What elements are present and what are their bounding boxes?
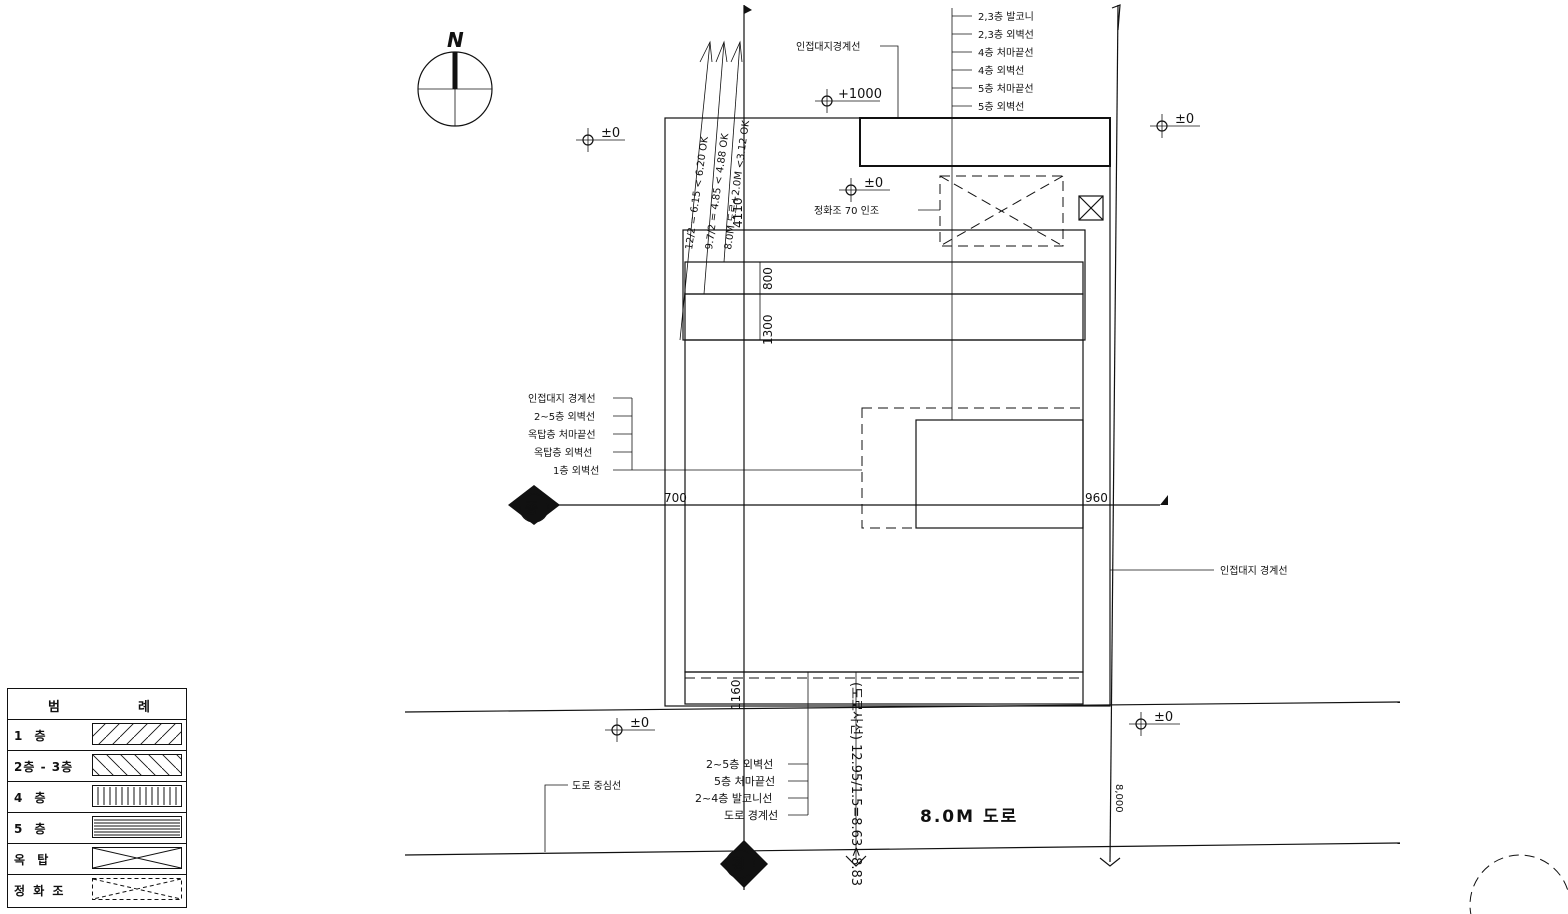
north-arrow: N xyxy=(417,28,493,127)
svg-text:±0: ±0 xyxy=(601,126,620,141)
dim-800: 800 xyxy=(761,267,775,290)
legend-swatch-diag-fwd xyxy=(92,723,182,745)
small-box-x xyxy=(1078,195,1104,221)
legend-swatch-cross xyxy=(92,847,182,869)
bottom-label-0: 2~5층 외벽선 xyxy=(706,758,773,771)
right-label-5: 5층 외벽선 xyxy=(978,101,1024,113)
legend-row-label: 4 층 xyxy=(14,791,50,805)
right-label-2: 4층 처마끝선 xyxy=(978,47,1034,59)
right-label-3: 4층 외벽선 xyxy=(978,65,1024,77)
top-annex xyxy=(859,117,1111,167)
svg-text:±0: ±0 xyxy=(864,176,883,191)
dim-4110: 4110 xyxy=(731,197,745,228)
legend-header-a: 범 xyxy=(48,700,60,715)
road-formula: (도로사선) 12.95/1.5=8.63<8.83 xyxy=(848,682,863,886)
svg-text:±0: ±0 xyxy=(1154,710,1173,725)
right-label-4: 5층 처마끝선 xyxy=(978,83,1034,95)
legend-row-floor-2-3: 2층 - 3층 xyxy=(8,750,186,781)
dim-8000: 8,000 xyxy=(1113,784,1124,813)
legend-swatch-vertical xyxy=(92,785,182,807)
svg-text:±0: ±0 xyxy=(1175,112,1194,127)
svg-text:종: 종 xyxy=(525,501,538,517)
legend-header: 범 례 xyxy=(8,689,186,719)
left-label-0: 인접대지 경계선 xyxy=(528,392,596,405)
septic-label: 정화조 70 인조 xyxy=(814,205,879,217)
bottom-label-leaders xyxy=(788,672,809,816)
bottom-section-mark: 횡 xyxy=(720,840,768,888)
legend-swatch-dashed-cross xyxy=(92,878,182,900)
road-far-line xyxy=(404,842,1401,856)
svg-text:횡: 횡 xyxy=(732,856,745,873)
right-label-1: 2,3층 외벽선 xyxy=(978,29,1034,41)
bottom-band xyxy=(684,671,1084,705)
level-marker-zero-mid: ±0 xyxy=(839,176,890,202)
dim-960: 960 xyxy=(1085,491,1108,505)
level-marker-zero-tr: ±0 xyxy=(1150,112,1200,138)
road-center-label: 도로 중심선 xyxy=(572,780,621,792)
svg-text:±0: ±0 xyxy=(630,716,649,731)
penthouse-area xyxy=(915,419,1084,529)
legend-swatch-horizontal xyxy=(92,816,182,838)
legend-header-b: 례 xyxy=(138,700,150,715)
north-label: N xyxy=(447,28,464,52)
bottom-label-2: 2~4층 발코니선 xyxy=(695,792,772,805)
septic-tank xyxy=(939,175,1064,247)
legend-row-floor-5: 5 층 xyxy=(8,812,186,843)
level-marker-zero-br: ±0 xyxy=(1129,710,1180,736)
level-marker-1000: +1000 xyxy=(815,87,882,113)
main-building xyxy=(684,293,1084,673)
right-label-0: 2,3층 발코니 xyxy=(978,11,1034,23)
floor-2-3-band xyxy=(684,261,1084,295)
road-label: 8.0M 도로 xyxy=(920,807,1018,827)
dim-1160: 1160 xyxy=(729,679,743,710)
left-label-3: 옥탑층 외벽선 xyxy=(534,447,592,459)
legend-row-label: 1 층 xyxy=(14,729,50,743)
legend-row-label: 정 화 조 xyxy=(14,884,66,898)
penthouse-outline xyxy=(861,407,1084,529)
left-label-2: 옥탑층 처마끝선 xyxy=(528,429,596,441)
setback-lines xyxy=(679,5,752,890)
svg-text:+1000: +1000 xyxy=(838,87,882,102)
right-label-leaders xyxy=(952,15,972,107)
dim-1300: 1300 xyxy=(761,314,775,345)
legend-row-floor-4: 4 층 xyxy=(8,781,186,812)
legend-row-septic: 정 화 조 xyxy=(8,874,186,905)
left-label-leaders xyxy=(613,397,862,471)
right-boundary-label: 인접대지 경계선 xyxy=(1220,564,1288,577)
section-mark: 종 xyxy=(508,485,560,525)
top-boundary-label: 인접대지경계선 xyxy=(796,40,860,53)
legend-row-floor-1: 1 층 xyxy=(8,719,186,750)
legend-row-label: 2층 - 3층 xyxy=(14,760,74,774)
legend-row-label: 5 층 xyxy=(14,822,50,836)
legend-row-penthouse: 옥 탑 xyxy=(8,843,186,874)
bottom-label-1: 5층 처마끝선 xyxy=(714,775,775,788)
level-marker-zero-bl: ±0 xyxy=(605,716,655,742)
left-label-1: 2~5층 외벽선 xyxy=(534,411,595,423)
level-marker-zero-tl: ±0 xyxy=(576,126,625,152)
legend-row-label: 옥 탑 xyxy=(14,853,53,867)
dim-700: 700 xyxy=(664,491,687,505)
road-boundary-line xyxy=(404,701,1401,713)
left-label-4: 1층 외벽선 xyxy=(553,465,599,477)
stamp-seal xyxy=(1469,854,1568,914)
legend-swatch-diag-back xyxy=(92,754,182,776)
bottom-label-3: 도로 경계선 xyxy=(724,809,778,822)
legend-table: 범 례 1 층 2층 - 3층 4 층 5 층 옥 탑 정 xyxy=(7,688,187,908)
